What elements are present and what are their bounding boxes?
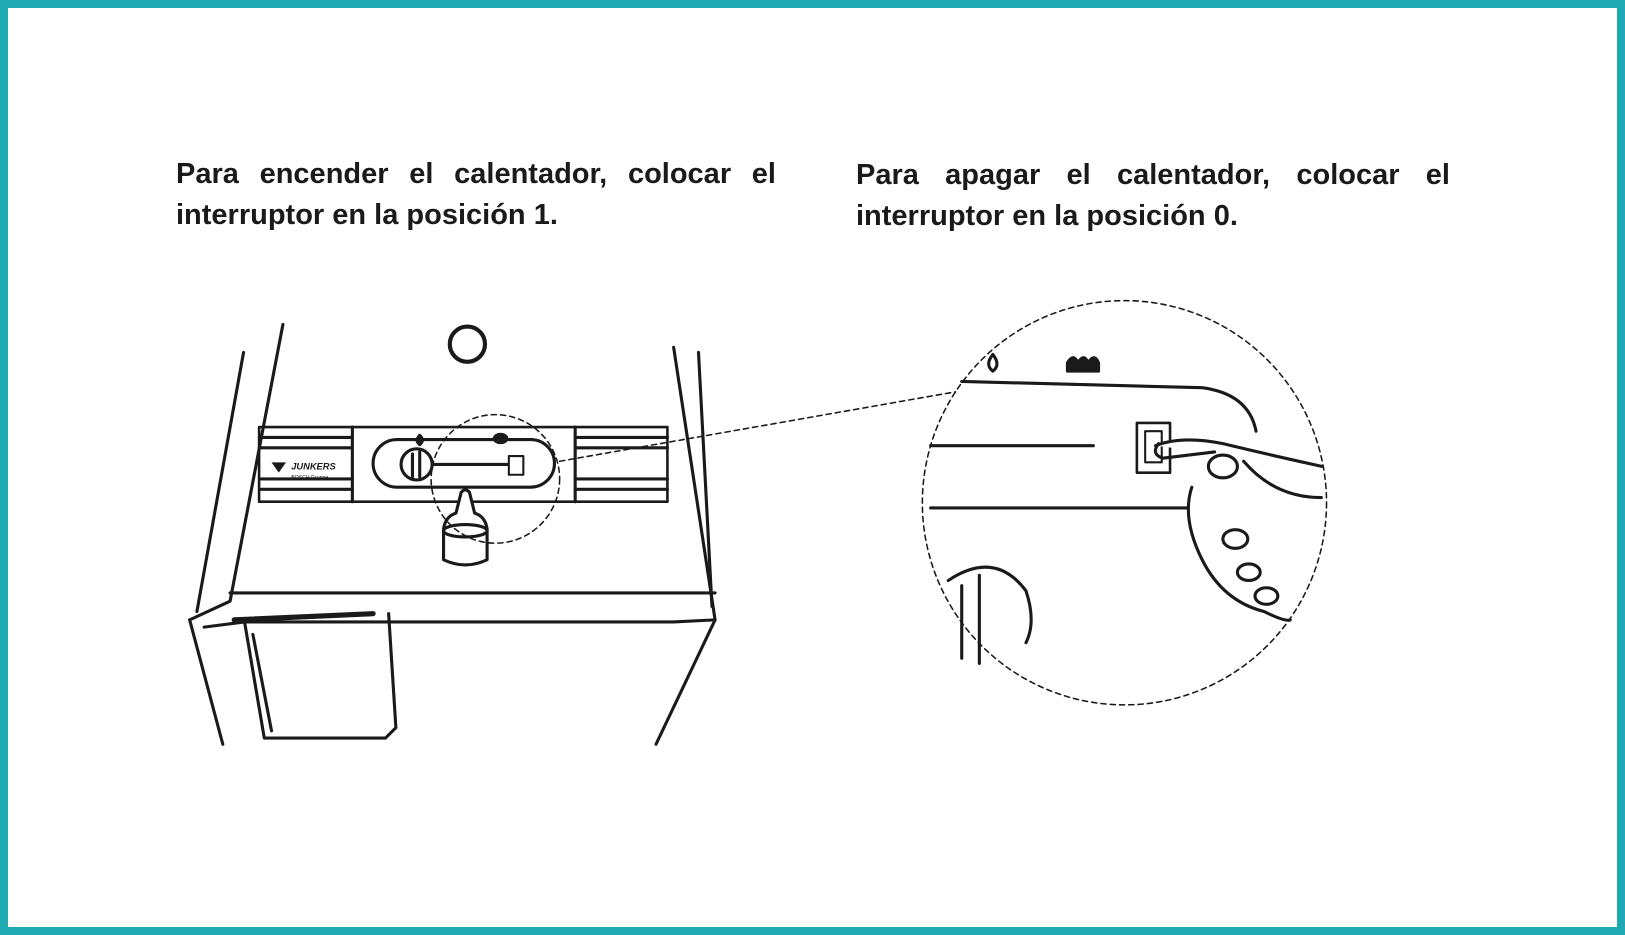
svg-text:JUNKERS: JUNKERS xyxy=(291,462,336,472)
turn-off-instruction: Para apagar el calentador, colocar el in… xyxy=(856,159,1450,232)
water-heater-drawing: JUNKERS BOSCH Gruppe xyxy=(188,322,957,746)
svg-text:BOSCH Gruppe: BOSCH Gruppe xyxy=(291,475,328,481)
turn-on-instruction: Para encender el calentador, colocar el … xyxy=(176,158,776,231)
junkers-logo: JUNKERS BOSCH Gruppe xyxy=(271,462,337,481)
switch-detail-zoom xyxy=(921,299,1328,706)
